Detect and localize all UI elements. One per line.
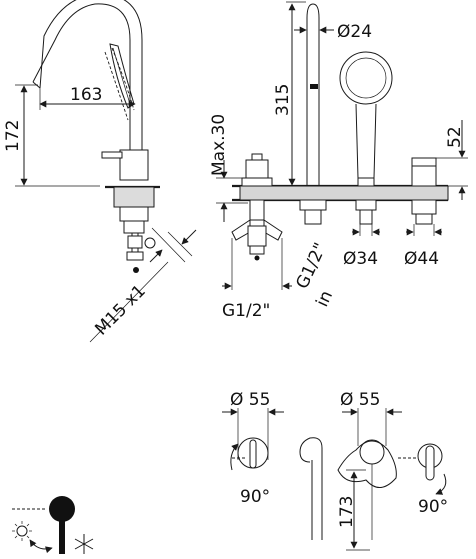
spout-height-label: 315 xyxy=(273,84,293,116)
snowflake-icon xyxy=(74,534,94,554)
shower-height-label: 52 xyxy=(445,126,465,148)
rotation-b-label: 90° xyxy=(418,497,448,517)
inlet-thread-a-label: G1/2" xyxy=(222,301,270,321)
spout-diameter-label: Ø24 xyxy=(337,22,372,42)
thread-size-label: M15 x1 xyxy=(91,281,149,339)
temperature-legend xyxy=(12,496,94,554)
side-view: 163 172 M15 x1 xyxy=(3,0,197,343)
rotation-a-label: 90° xyxy=(240,487,270,507)
inlet-label: in xyxy=(312,288,337,311)
handle-diameter-b-label: Ø 55 xyxy=(340,390,380,410)
inlet-thread-b-label: G1/2" xyxy=(292,240,331,292)
lever-knob-icon xyxy=(49,496,75,522)
max-deck-label: Max.30 xyxy=(209,114,229,176)
side-height-label: 172 xyxy=(3,120,23,152)
wall-height-label: 173 xyxy=(337,496,357,528)
base-diameter-a-label: Ø34 xyxy=(343,249,378,269)
side-reach-label: 163 xyxy=(70,85,102,105)
handle-diameter-a-label: Ø 55 xyxy=(230,390,270,410)
lever-stem xyxy=(59,520,65,554)
front-view: Max.30 315 Ø24 xyxy=(209,1,468,321)
handle-detail: Ø 55 90° Ø 55 90° 173 xyxy=(222,390,448,551)
handshower-icon xyxy=(339,51,393,187)
sun-icon xyxy=(12,521,32,541)
base-diameter-b-label: Ø44 xyxy=(404,249,439,269)
